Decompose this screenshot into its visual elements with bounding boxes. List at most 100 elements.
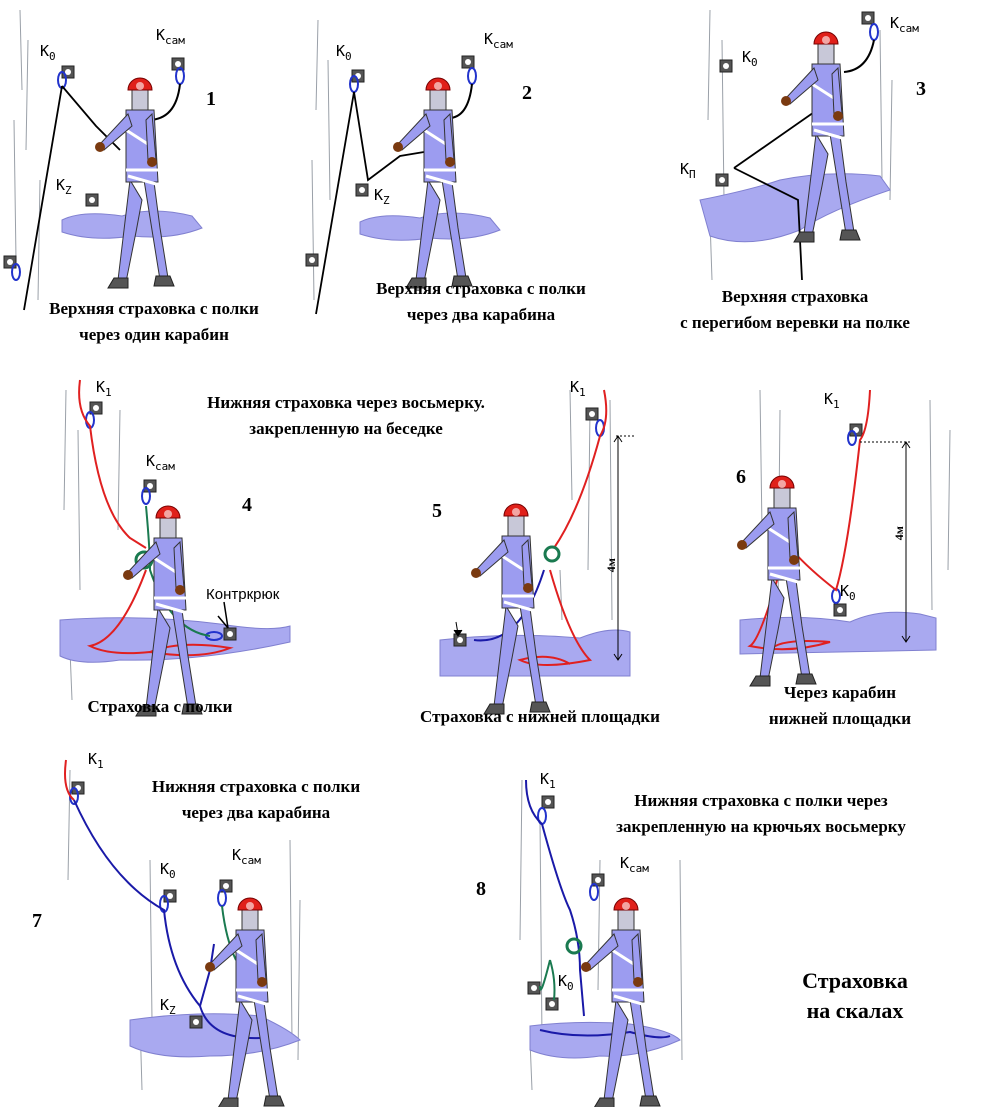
rope-green	[145, 505, 211, 637]
rope-blue	[73, 799, 261, 1040]
ledge	[529, 1021, 681, 1059]
panel-4: 4 К1 Ксам Нижняя страховка через восьмер…	[0, 370, 485, 730]
panel-heading: Нижняя страховка с полки через два караб…	[106, 774, 406, 826]
panel-6: 6 К1 К0 4м Через карабин нижней площадки	[720, 370, 983, 740]
panel-2-drawing	[305, 19, 501, 315]
panel-caption: Верхняя страховка с полки через один кар…	[24, 296, 284, 348]
label-ksam: Ксам	[146, 452, 175, 473]
label-kz: КZ	[160, 996, 176, 1017]
label-k0: К0	[40, 42, 56, 63]
label-kz: КZ	[56, 176, 72, 197]
panel-4-drawing	[59, 379, 291, 718]
carabiner-icon	[11, 263, 21, 281]
hook-k0	[833, 603, 847, 617]
panel-5-drawing	[439, 389, 634, 716]
measure-label: 4м	[892, 526, 906, 541]
caption-line-2: через два карабина	[406, 305, 556, 324]
carabiner-icon	[141, 487, 151, 505]
caption-line-2: через один карабин	[79, 325, 229, 344]
measure-arrow	[901, 441, 911, 643]
label-ksam: Ксам	[890, 14, 919, 35]
rope	[733, 107, 821, 281]
hook-kp	[715, 173, 729, 187]
heading-line-2: закрепленную на крючьях восьмерку	[616, 817, 906, 836]
panel-7: 7 К1 К0 Ксам КZ Нижняя страховка с полки…	[0, 740, 430, 1107]
panel-heading: Нижняя страховка через восьмерку. закреп…	[146, 390, 546, 442]
label-ksam: Ксам	[232, 846, 261, 867]
hook-lower	[305, 253, 319, 267]
caption-line-1: Верхняя страховка с полки	[49, 299, 259, 318]
rope	[315, 91, 425, 315]
hook-k0b	[545, 997, 559, 1011]
label-kp: КП	[680, 160, 696, 181]
heading-line-1: Нижняя страховка с полки	[151, 777, 361, 796]
panel-2: 2 К0 Ксам КZ Верхняя страховка с полки ч…	[300, 0, 630, 350]
heading-line-1: Нижняя страховка с полки через	[634, 791, 888, 810]
panel-number: 6	[736, 466, 746, 488]
label-ksam: Ксам	[156, 26, 185, 47]
hook-kz	[355, 183, 369, 197]
panel-1: 1 К0 Ксам КZ Верхняя страховка с полки ч…	[0, 0, 300, 350]
main-title-line-2: на скалах	[806, 998, 904, 1023]
rope-red	[64, 759, 75, 801]
climber-figure	[203, 896, 286, 1107]
hook-ksam	[861, 11, 875, 25]
label-k0: К0	[840, 582, 856, 603]
caption-line-1: Верхняя страховка с полки	[376, 279, 586, 298]
label-ksam: Ксам	[620, 854, 649, 875]
panel-1-drawing	[3, 9, 203, 311]
panel-caption: Через карабин нижней площадки	[730, 680, 950, 732]
panel-caption: Верхняя страховка с перегибом веревки на…	[630, 284, 960, 336]
carabiner-icon	[589, 883, 599, 901]
carabiner-icon	[467, 67, 477, 85]
rope-red	[78, 379, 147, 549]
hook-bottom	[453, 633, 467, 647]
hook-ksam	[143, 479, 157, 493]
main-title-line-1: Страховка	[802, 968, 908, 993]
panel-5: 5 К1 4м Страховка с нижней площадки	[420, 370, 720, 740]
caption-line-1: Верхняя страховка	[721, 287, 869, 306]
rope-green	[539, 959, 556, 1001]
panel-heading: Нижняя страховка с полки через закреплен…	[576, 788, 946, 840]
climber-figure	[579, 896, 662, 1107]
panel-caption: Страховка с полки	[87, 697, 233, 716]
panel-caption: Верхняя страховка с полки через два кара…	[346, 276, 616, 328]
measure-label: 4м	[604, 558, 618, 573]
rope-red	[553, 389, 608, 549]
hook-kz	[189, 1015, 203, 1029]
panel-6-drawing	[735, 389, 951, 688]
panel-caption: Страховка с нижней площадки	[420, 707, 660, 726]
hook-k1	[585, 407, 599, 421]
hook-counter	[223, 627, 237, 641]
rope-red	[791, 389, 871, 592]
main-title: Страховка на скалах	[760, 966, 950, 1026]
panel-7-drawing	[64, 759, 301, 1107]
label-k1: К1	[540, 770, 556, 791]
label-k0: К0	[336, 42, 352, 63]
panel-number: 4	[242, 494, 252, 516]
panel-number: 5	[432, 500, 442, 522]
panel-8: 8 К1 Ксам К0 Нижняя страховка с полки че…	[430, 740, 983, 1107]
climber-figure	[391, 76, 474, 290]
rope-blue	[525, 779, 585, 1017]
label-k1: К1	[824, 390, 840, 411]
heading-line-1: Нижняя страховка через восьмерку.	[207, 393, 485, 412]
panel-3-drawing	[699, 9, 893, 281]
panel-number: 3	[916, 78, 926, 100]
climber-figure	[121, 504, 204, 718]
carabiner-icon	[869, 23, 879, 41]
label-k1: К1	[96, 378, 112, 399]
hook-k0a	[527, 981, 541, 995]
rope-green	[221, 905, 237, 961]
climber-figure	[469, 502, 552, 716]
panel-8-drawing	[519, 779, 683, 1107]
panel-number: 8	[476, 878, 486, 900]
panel-number: 2	[522, 82, 532, 104]
label-k0: К0	[160, 860, 176, 881]
measure-arrow	[613, 435, 623, 661]
hook-ksam	[461, 55, 475, 69]
caption-line-2: нижней площадки	[768, 709, 912, 728]
label-k1: К1	[88, 750, 104, 771]
panel-3: 3 К0 Ксам КП Верхняя страховка с перегиб…	[630, 0, 983, 350]
panel-number: 1	[206, 88, 216, 110]
